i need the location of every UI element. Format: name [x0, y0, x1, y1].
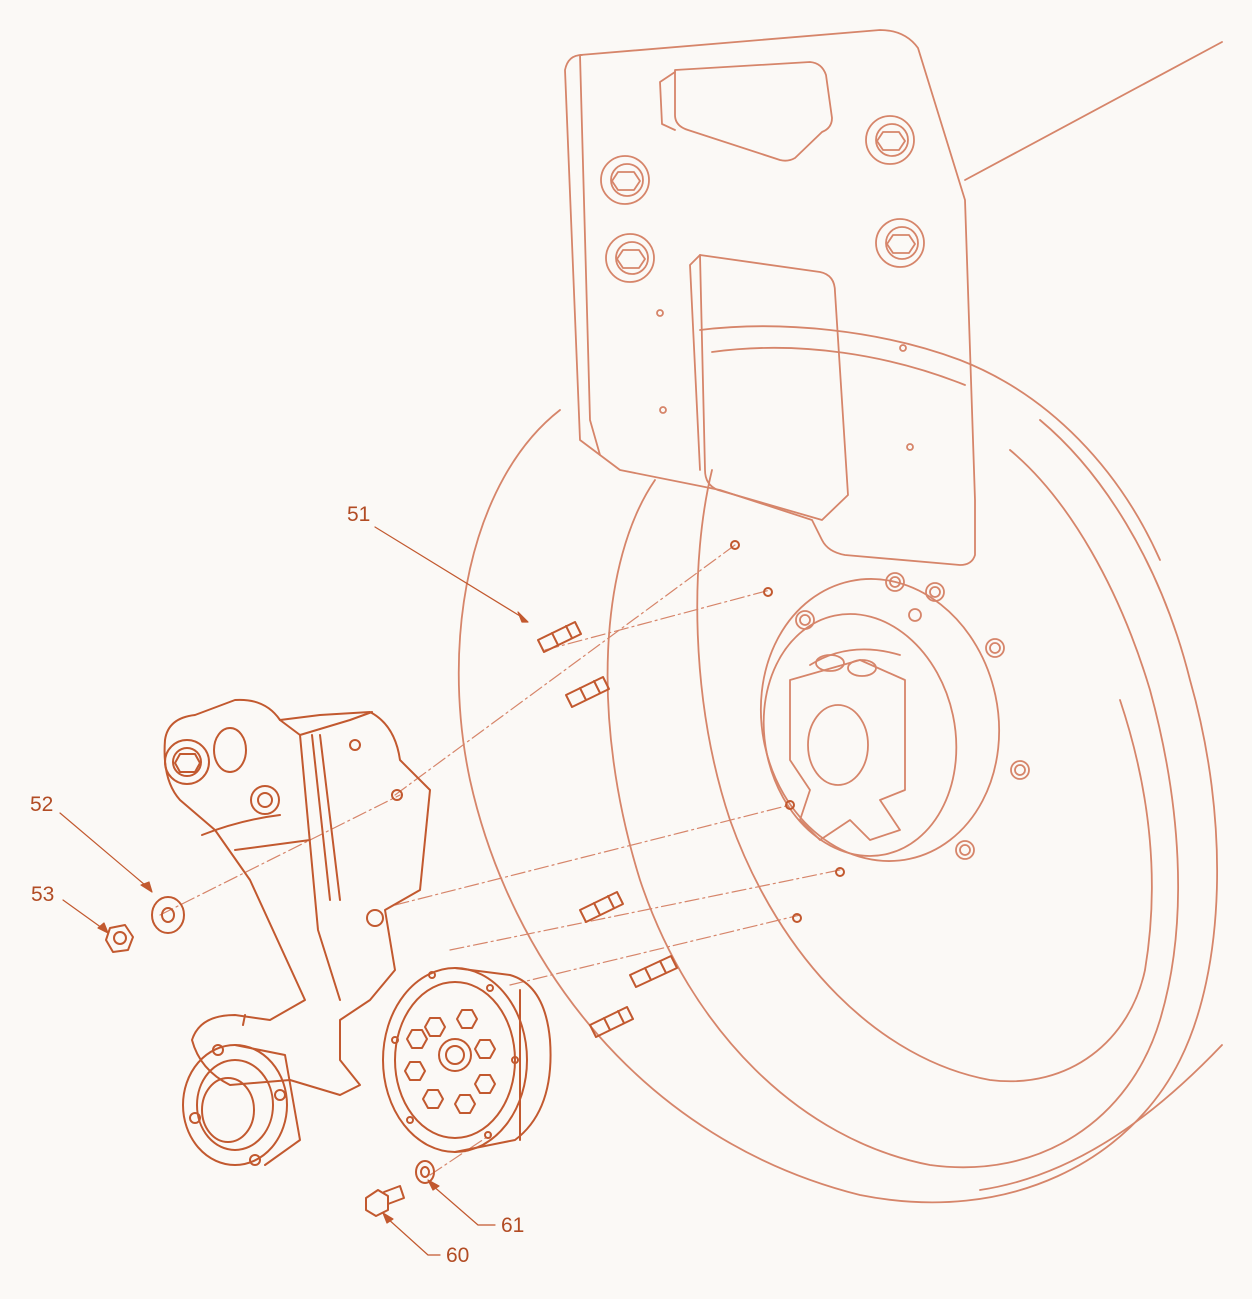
- dowel-pin: [579, 891, 624, 923]
- callout-label-61: 61: [501, 1214, 524, 1237]
- pin-hole: [835, 867, 845, 877]
- leader-61: [431, 1184, 496, 1226]
- wheel-rim-arc-3: [711, 346, 966, 386]
- bracket-handle-slot: [674, 61, 833, 162]
- wheel-lower-edge: [979, 1044, 1223, 1191]
- leader-60: [386, 1217, 441, 1256]
- flange-bolt-ring: [404, 1009, 496, 1114]
- bracket-pin-hole: [656, 309, 664, 317]
- hex-bolt: [365, 1185, 405, 1217]
- small-washer: [415, 1160, 435, 1184]
- arrow-head-icon: [382, 1212, 394, 1224]
- suspension-arm-rib: [311, 734, 341, 901]
- bracket-handle-slot-inner: [659, 71, 676, 131]
- arm-bushing: [213, 727, 247, 773]
- callout-label-60: 60: [446, 1244, 469, 1267]
- leader-51: [374, 526, 521, 617]
- bracket-bolt-mid-left: [605, 233, 655, 283]
- arm-mount-hole: [349, 739, 361, 751]
- callout-label-51: 51: [347, 503, 370, 526]
- pin-hole: [763, 587, 773, 597]
- leader-53: [62, 899, 103, 929]
- pin-hole: [792, 913, 802, 923]
- arrow-head-icon: [97, 922, 109, 934]
- motor-hub-assembly: [759, 572, 1030, 862]
- callout-labels: 51 52 53 60 61: [30, 503, 524, 1267]
- pin-hole: [730, 540, 740, 550]
- suspension-arm-edge: [201, 711, 373, 1001]
- bracket-bolt-mid-right: [875, 218, 925, 268]
- dowel-pin: [629, 955, 678, 988]
- wheel-outer-rim: [964, 41, 1223, 181]
- flat-washer: [151, 896, 185, 934]
- bracket-slot-window: [699, 254, 849, 521]
- arrow-head-icon: [427, 1179, 440, 1191]
- bracket-bolt-top-left: [600, 155, 650, 205]
- dowel-pin: [537, 621, 582, 653]
- suspension-arm: [163, 698, 431, 1096]
- pin-hole: [785, 800, 795, 810]
- wheel-and-bracket-assembly: [457, 29, 1223, 1204]
- mounting-bracket-plate: [579, 29, 976, 566]
- arm-mount-hole: [391, 789, 403, 801]
- callout-label-53: 53: [31, 883, 54, 906]
- flange-hub: [382, 967, 552, 1153]
- bracket-pin-hole: [659, 406, 667, 414]
- lower-bearing-housing: [182, 1014, 301, 1166]
- bracket-bolt-top-right: [865, 115, 915, 165]
- arm-bushing: [250, 785, 280, 815]
- wheel-rim-arc-2: [699, 325, 1161, 561]
- arrow-head-icon: [517, 611, 529, 623]
- bracket-pin-hole: [906, 443, 914, 451]
- leader-52: [59, 812, 146, 886]
- wheel-inner-arc: [606, 449, 1180, 1169]
- bracket-slot-inner: [689, 254, 701, 471]
- callout-leaders: [59, 526, 529, 1256]
- assembly-centre-lines: [159, 544, 841, 1176]
- arm-top-bolt: [164, 739, 210, 785]
- arrow-head-icon: [140, 881, 153, 893]
- hex-nut: [105, 924, 134, 953]
- wheel-rim-arc: [696, 469, 1153, 1083]
- arm-mount-hole: [366, 909, 384, 927]
- arm-bushing: [257, 792, 273, 808]
- dowel-pin: [589, 1006, 634, 1038]
- bracket-inner-edge: [564, 54, 601, 456]
- bracket-pin-hole: [899, 344, 907, 352]
- dowel-pin: [565, 676, 610, 708]
- wheel-outer-arc: [457, 409, 1219, 1204]
- callout-label-52: 52: [30, 793, 53, 816]
